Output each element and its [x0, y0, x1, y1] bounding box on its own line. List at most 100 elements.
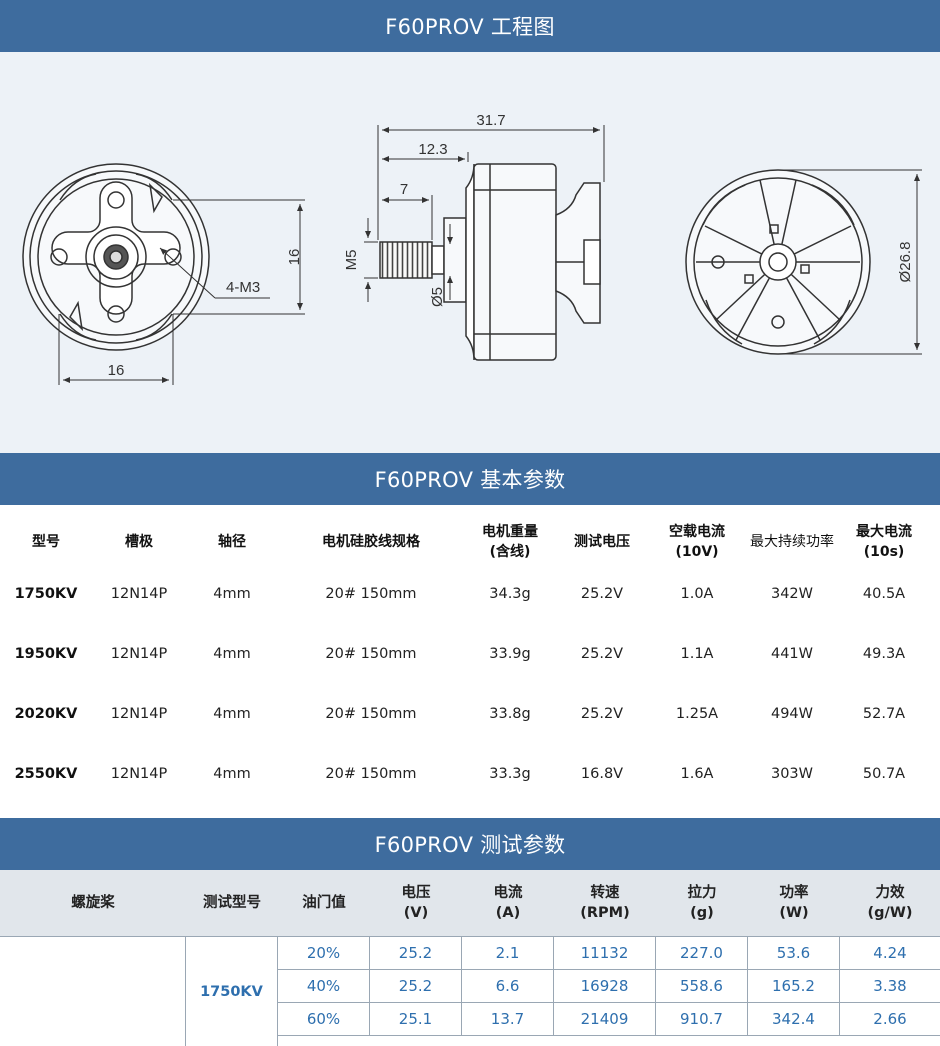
basic-value-cell: 20# 150mm — [325, 646, 417, 662]
test-value-cell: 16928 — [554, 970, 656, 1002]
basic-header-row: 型号 槽极 轴径 电机硅胶线规格 电机重量 (含线) 测试电压 空载电流 (10V) 最大持续… — [0, 521, 940, 563]
dim-length-12: 12.3 — [418, 141, 447, 158]
rear-view — [685, 169, 871, 355]
test-value-cell: 165.2 — [748, 970, 840, 1002]
test-value-cell: 25.2 — [370, 937, 462, 969]
basic-value-cell: 12N14P — [110, 706, 168, 722]
front-view — [22, 163, 210, 351]
test-value-cell: 3.38 — [873, 977, 907, 995]
basic-value-cell: 1.6A — [680, 766, 714, 782]
basic-value-cell: 12N14P — [110, 646, 168, 662]
test-header-cell: 转速 (RPM) — [580, 885, 630, 921]
basic-header-cell: 型号 — [32, 534, 60, 550]
basic-value-cell: 20# 150mm — [325, 766, 417, 782]
test-header-cell: 功率 (W) — [779, 885, 809, 921]
test-model-cell: 1750KV — [186, 937, 278, 1046]
test-header-cell: 螺旋桨 — [71, 895, 115, 911]
model-cell: 1950KV — [14, 646, 78, 662]
basic-value-cell: 1.25A — [675, 706, 719, 722]
test-header-cell: 测试型号 — [203, 895, 261, 911]
dim-front-height: 16 — [286, 249, 303, 266]
basic-section-title: F60PROV 基本参数 — [0, 453, 940, 505]
basic-value-cell: 4mm — [213, 646, 251, 662]
basic-value-cell: 25.2V — [580, 646, 624, 662]
basic-value-cell: 20# 150mm — [325, 586, 417, 602]
basic-value-cell: 4mm — [213, 586, 251, 602]
test-value-cell: 11132 — [554, 937, 656, 969]
model-cell: 1750KV — [14, 586, 78, 602]
model-cell: 2020KV — [14, 706, 78, 722]
engineering-drawing: 16 16 4-M3 — [0, 52, 940, 453]
test-value-cell: 20% — [278, 937, 370, 969]
basic-header-cell: 空载电流 (10V) — [669, 524, 725, 560]
basic-value-cell: 25.2V — [580, 586, 624, 602]
test-section-title: F60PROV 测试参数 — [0, 818, 940, 870]
basic-value-cell: 303W — [770, 766, 813, 782]
test-value-cell: 25.1 — [370, 1003, 462, 1035]
test-value-cell: 6.6 — [462, 970, 554, 1002]
basic-header-cell: 轴径 — [218, 534, 246, 550]
dim-overall-length: 31.7 — [476, 112, 505, 129]
basic-value-cell: 25.2V — [580, 706, 624, 722]
basic-value-cell: 1.0A — [680, 586, 714, 602]
test-value-cell: 60% — [278, 1003, 370, 1035]
dim-shaft-length: 7 — [400, 181, 408, 198]
dim-bell-dia: Ø26.8 — [897, 242, 914, 283]
test-value-cell: 2.1 — [462, 937, 554, 969]
test-value-cell: 4.24 — [873, 944, 907, 962]
basic-value-cell: 12N14P — [110, 766, 168, 782]
basic-value-cell: 441W — [770, 646, 813, 662]
basic-value-cell: 1.1A — [680, 646, 714, 662]
test-value-cell: 53.6 — [748, 937, 840, 969]
basic-value-cell: 33.3g — [489, 766, 531, 782]
basic-header-cell: 槽极 — [125, 534, 153, 550]
test-value-cell: 21409 — [554, 1003, 656, 1035]
dim-front-width: 16 — [108, 362, 125, 379]
basic-value-cell: 494W — [770, 706, 813, 722]
test-value-cell: 227.0 — [656, 937, 748, 969]
test-header-cell: 拉力 (g) — [687, 885, 717, 921]
test-params-table: 螺旋桨 测试型号 油门值 电压 (V) 电流 (A) 转速 (RPM) 拉力 (g) 功率 (… — [0, 870, 940, 1046]
basic-value-cell: 20# 150mm — [325, 706, 417, 722]
test-value-cell: 25.2 — [370, 970, 462, 1002]
side-view — [379, 163, 601, 361]
basic-header-cell: 最大电流 (10s) — [856, 524, 912, 560]
basic-header-cell: 电机硅胶线规格 — [322, 534, 420, 550]
basic-value-cell: 40.5A — [862, 586, 906, 602]
dim-shaft-dia: Ø5 — [429, 287, 446, 307]
basic-value-cell: 52.7A — [862, 706, 906, 722]
test-header-row: 螺旋桨 测试型号 油门值 电压 (V) 电流 (A) 转速 (RPM) 拉力 (g) 功率 (… — [0, 870, 940, 936]
basic-params-table: 型号 槽极 轴径 电机硅胶线规格 电机重量 (含线) 测试电压 空载电流 (10V) 最大持续… — [0, 505, 940, 818]
basic-value-cell: 16.8V — [580, 766, 624, 782]
basic-value-cell: 50.7A — [862, 766, 906, 782]
basic-value-cell: 4mm — [213, 766, 251, 782]
basic-value-cell: 33.8g — [489, 706, 531, 722]
basic-header-cell: 测试电压 — [574, 534, 630, 550]
basic-value-cell: 4mm — [213, 706, 251, 722]
basic-header-cell: 最大持续功率 — [750, 534, 834, 550]
propeller-cell — [0, 937, 186, 1046]
test-value-cell: 13.7 — [462, 1003, 554, 1035]
basic-value-cell: 49.3A — [862, 646, 906, 662]
test-header-cell: 电流 (A) — [493, 885, 523, 921]
test-header-cell: 油门值 — [302, 895, 346, 911]
test-value-cell: 40% — [278, 970, 370, 1002]
test-value-cell: 2.66 — [873, 1010, 907, 1028]
test-header-cell: 电压 (V) — [401, 885, 431, 921]
basic-value-cell: 12N14P — [110, 586, 168, 602]
test-header-cell: 力效 (g/W) — [867, 885, 913, 921]
basic-table-row: 2020KV 12N14P 4mm 20# 150mm 33.8g 25.2V 1.25A 4… — [0, 699, 940, 729]
drawing-section-title: F60PROV 工程图 — [0, 0, 940, 52]
test-value-cell: 910.7 — [656, 1003, 748, 1035]
basic-table-row: 2550KV 12N14P 4mm 20# 150mm 33.3g 16.8V 1.6A 30… — [0, 759, 940, 789]
dim-thread: M5 — [343, 250, 360, 271]
basic-header-cell: 电机重量 (含线) — [482, 524, 538, 560]
model-cell: 2550KV — [14, 766, 78, 782]
motor-drawing-svg: 16 16 4-M3 — [22, 112, 922, 385]
dim-mount-holes: 4-M3 — [226, 279, 260, 296]
